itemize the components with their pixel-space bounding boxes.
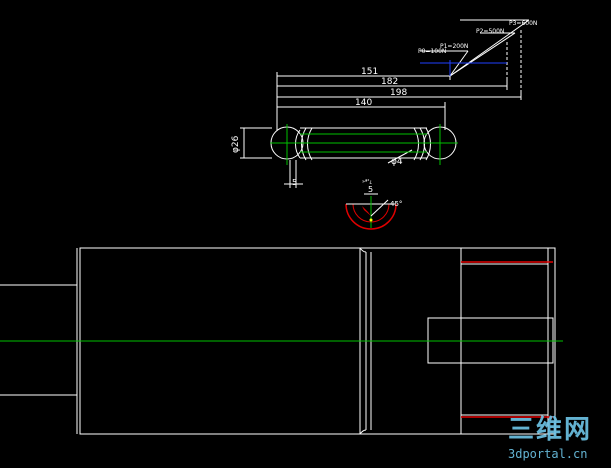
slot — [427, 317, 554, 364]
force-labels: P3=600N P2=500N P1=200N P0=100N — [418, 20, 537, 55]
dim-text-diameter: φ26 — [231, 135, 241, 153]
dim-text-198: 198 — [390, 88, 407, 98]
dim-text-140: 140 — [355, 98, 372, 108]
watermark-url: 3dportal.cn — [508, 447, 588, 461]
spring-dim-texts: 151 182 198 140 φ26 φ4 5 — [231, 67, 407, 187]
spring-hook-left-inner-3 — [307, 127, 313, 161]
detail-angle-text: 45° — [390, 200, 402, 208]
dim-text-wire: φ4 — [391, 157, 403, 167]
detail-outer-arc — [345, 203, 397, 230]
detail-label: »ª²¿ — [362, 179, 372, 185]
dim-text-151: 151 — [361, 67, 378, 77]
dim-text-pitch: 5 — [292, 178, 297, 187]
spring-hook-right-inner-2 — [425, 127, 431, 161]
groove-fillet-bottom — [359, 429, 367, 435]
detail-hatch — [362, 206, 371, 216]
spring-hook-right-inner — [419, 127, 425, 161]
load-line-p2 — [449, 32, 516, 77]
detail-angle-line — [370, 199, 389, 217]
watermark-logo: 三维网 — [508, 415, 593, 445]
force-label-p1: P1=200N — [440, 43, 468, 50]
force-label-p0: P0=100N — [418, 48, 446, 55]
load-line-p3 — [449, 19, 530, 77]
spring-hook-right-inner-3 — [413, 127, 419, 161]
force-label-p2: P2=500N — [476, 28, 504, 35]
groove-fillet-top — [359, 247, 367, 253]
force-label-p3: P3=600N — [509, 20, 537, 27]
detail-view: »ª²¿ 5 45° — [345, 179, 402, 230]
spring-centerlines — [270, 124, 458, 165]
dim-text-182: 182 — [381, 77, 398, 87]
detail-pitch-text: 5 — [368, 185, 373, 194]
load-blue-lines — [420, 60, 507, 76]
detail-center-mark — [369, 218, 373, 222]
bore-red-lines — [461, 261, 553, 418]
spring-hook-left-inner-2 — [301, 127, 307, 161]
spring-hook-left-inner — [295, 129, 301, 159]
